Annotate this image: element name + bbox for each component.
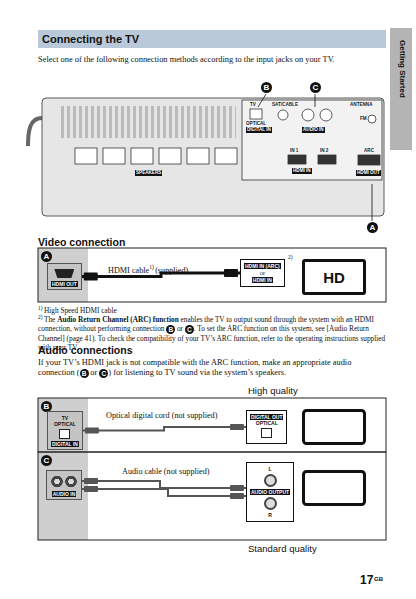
- cable-plug: [85, 428, 99, 434]
- cable-label: HDMI cable1)(supplied): [108, 264, 188, 275]
- inline-letter: B: [80, 369, 89, 378]
- node-text: OPTICAL: [54, 421, 76, 427]
- jack-icon: HDMI OUT: [47, 263, 82, 290]
- footnote-text: The: [44, 315, 55, 324]
- cable-wire: [82, 489, 246, 496]
- quality-label: Standard quality: [248, 543, 317, 554]
- footnote-mark: 1): [149, 264, 154, 270]
- row-frame: [38, 248, 386, 540]
- page-number: GB: [374, 576, 383, 582]
- jack-symbol: [264, 497, 277, 510]
- cable-plug: [230, 424, 244, 430]
- section-heading: Video connection: [38, 236, 125, 248]
- node-text: DIGITAL IN: [51, 441, 79, 447]
- jack-label: DIGITAL IN: [246, 127, 272, 133]
- node-text: HDMI IN (ARC): [244, 263, 281, 269]
- node-text: or: [260, 269, 265, 277]
- cable: [83, 424, 246, 434]
- footnote-text: Audio Return Channel (ARC) function: [57, 315, 179, 324]
- cable-plug: [84, 478, 98, 484]
- cable-label: Audio cable (not supplied): [122, 467, 210, 476]
- jack-label: SPEAKERS: [135, 170, 162, 176]
- intro-text: Select one of the following connection m…: [38, 55, 388, 65]
- jack-icon: AUDIO IN: [46, 470, 82, 500]
- side-tab: Getting Started: [398, 40, 407, 98]
- jack-label: AUDIO IN: [302, 127, 325, 133]
- cable-plug: [230, 485, 244, 491]
- callout-letter: C: [310, 82, 321, 93]
- paragraph-text: ) for listening to TV sound via the syst…: [108, 368, 286, 377]
- tv-jack-box: L AUDIO OUTPUT R: [246, 462, 294, 522]
- cable-wire: [83, 427, 246, 431]
- node-text: DIGITAL OUT: [250, 414, 283, 420]
- jack-label: HDMI OUT: [356, 170, 381, 176]
- node-text: R: [268, 512, 272, 518]
- cable-plug: [84, 273, 98, 281]
- cable-label: HDMI cable: [108, 266, 149, 275]
- footnote-text: High Speed HDMI cable: [44, 306, 117, 315]
- paragraph: If your TV’s HDMI jack is not compatible…: [38, 358, 386, 378]
- inline-letter: B: [166, 325, 175, 334]
- callout-letter: B: [261, 82, 272, 93]
- section-title: Connecting the TV: [42, 33, 139, 45]
- node-text: L: [269, 466, 272, 472]
- cable-plug: [84, 486, 98, 492]
- tv-jack-box: DIGITAL OUTOPTICAL: [246, 410, 287, 444]
- footnote: 1)High Speed HDMI cable: [38, 304, 386, 315]
- leader-line: [258, 94, 372, 221]
- rear-panel: [28, 98, 384, 216]
- tv-screen: [304, 411, 365, 505]
- inline-letter: C: [185, 325, 194, 334]
- jack-symbol: [50, 475, 78, 488]
- quality-label: High quality: [248, 385, 298, 396]
- cable-label: (supplied): [155, 266, 188, 275]
- page-number: 17: [360, 573, 373, 587]
- tv-jack-box: HDMI IN (ARC)orHDMI IN: [240, 259, 285, 287]
- jack-symbol: [261, 428, 272, 438]
- cable-wire: [82, 481, 246, 488]
- footnote-text: or: [177, 324, 183, 333]
- footnote-mark: 2): [288, 254, 293, 260]
- cable-plug: [230, 493, 244, 499]
- section-heading: Audio connections: [38, 344, 133, 356]
- jack-label: TV: [250, 102, 256, 108]
- footnote-mark: 1): [38, 305, 43, 311]
- node-text: TV: [62, 415, 68, 421]
- callout-letter: A: [367, 222, 378, 233]
- footnote-mark: 2): [38, 314, 43, 320]
- node-text: HDMI OUT: [51, 281, 78, 287]
- jack-symbol: [54, 269, 74, 278]
- jack-label: HDMI IN: [292, 168, 312, 174]
- row-letter: C: [41, 455, 52, 466]
- jack-label: IN 2: [320, 148, 328, 154]
- jack-label: IN 1: [290, 148, 298, 154]
- node-text: AUDIO IN: [52, 491, 77, 497]
- jack-label: SAT/CABLE: [272, 102, 298, 108]
- tv-screen: HD: [302, 259, 366, 295]
- jack-label: ARC: [364, 148, 374, 154]
- row-letter: A: [41, 251, 52, 262]
- jack-label: ANTENNA: [350, 102, 372, 108]
- jack-icon: TVOPTICAL DIGITAL IN: [47, 411, 83, 450]
- node-text: HD: [323, 269, 345, 286]
- node-text: AUDIO OUTPUT: [250, 489, 290, 495]
- node-text: OPTICAL: [256, 420, 278, 426]
- cable: [82, 478, 246, 499]
- cable-plug: [224, 269, 238, 277]
- paragraph-text: or: [90, 368, 97, 377]
- jack-symbol: [264, 474, 277, 487]
- node-text: HDMI IN: [252, 277, 273, 283]
- cable-label: Optical digital cord (not supplied): [106, 411, 217, 420]
- jack-label: OPTICAL: [246, 121, 266, 127]
- jack-label: FM: [360, 116, 367, 122]
- jack-symbol: [59, 429, 70, 439]
- inline-letter: C: [99, 369, 108, 378]
